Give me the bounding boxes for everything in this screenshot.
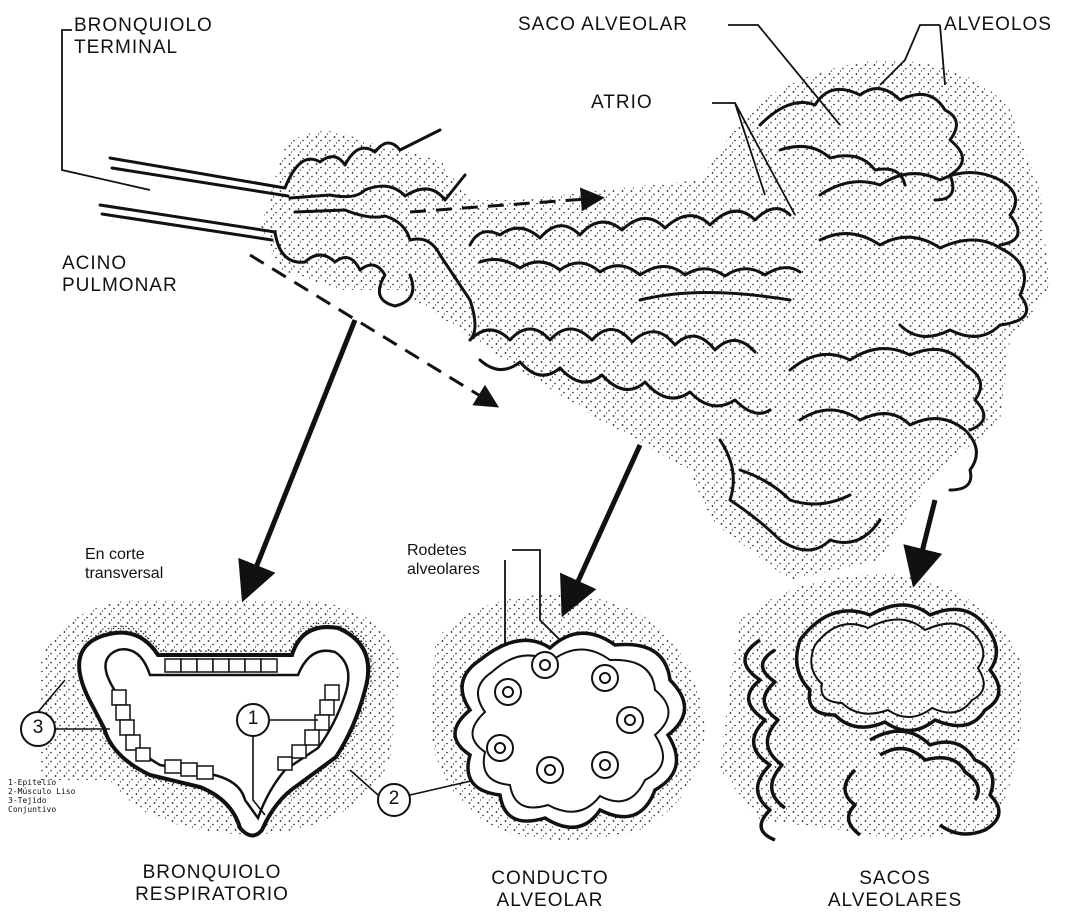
label-sacos-alveolares: SACOS ALVEOLARES (795, 868, 995, 912)
label-acino-pulmonar-line1: ACINO (62, 253, 178, 275)
label-acino-pulmonar: ACINO PULMONAR (62, 253, 178, 297)
label-en-corte-line1: En corte (85, 545, 163, 564)
label-saco-alveolar: SACO ALVEOLAR (518, 14, 688, 36)
marker-3: 3 (18, 717, 58, 739)
legend-item-1: 1-Epitelio (8, 778, 75, 787)
label-bronquiolo-respiratorio-line2: RESPIRATORIO (112, 884, 312, 906)
label-bronquiolo-terminal-line2: TERMINAL (74, 37, 213, 59)
label-rodetes-line1: Rodetes (407, 541, 480, 560)
label-sacos-alveolares-line2: ALVEOLARES (795, 890, 995, 912)
label-en-corte-line2: transversal (85, 564, 163, 583)
label-bronquiolo-respiratorio: BRONQUIOLO RESPIRATORIO (112, 862, 312, 906)
label-bronquiolo-terminal: BRONQUIOLO TERMINAL (74, 15, 213, 59)
label-conducto-alveolar-line1: CONDUCTO (455, 868, 645, 890)
label-alveolos: ALVEOLOS (944, 14, 1052, 36)
label-sacos-alveolares-line1: SACOS (795, 868, 995, 890)
label-acino-pulmonar-line2: PULMONAR (62, 275, 178, 297)
label-conducto-alveolar: CONDUCTO ALVEOLAR (455, 868, 645, 912)
legend: 1-Epitelio 2-Músculo Liso 3-Tejido Conju… (8, 778, 75, 814)
label-conducto-alveolar-line2: ALVEOLAR (455, 890, 645, 912)
label-rodetes-alveolares: Rodetes alveolares (407, 541, 480, 579)
label-bronquiolo-respiratorio-line1: BRONQUIOLO (112, 862, 312, 884)
label-en-corte-transversal: En corte transversal (85, 545, 163, 583)
marker-1: 1 (233, 708, 273, 730)
marker-2: 2 (374, 788, 414, 810)
label-rodetes-line2: alveolares (407, 560, 480, 579)
label-bronquiolo-terminal-line1: BRONQUIOLO (74, 15, 213, 37)
legend-item-2: 2-Músculo Liso (8, 787, 75, 796)
legend-item-4: Conjuntivo (8, 805, 75, 814)
label-atrio: ATRIO (591, 92, 653, 114)
legend-item-3: 3-Tejido (8, 796, 75, 805)
